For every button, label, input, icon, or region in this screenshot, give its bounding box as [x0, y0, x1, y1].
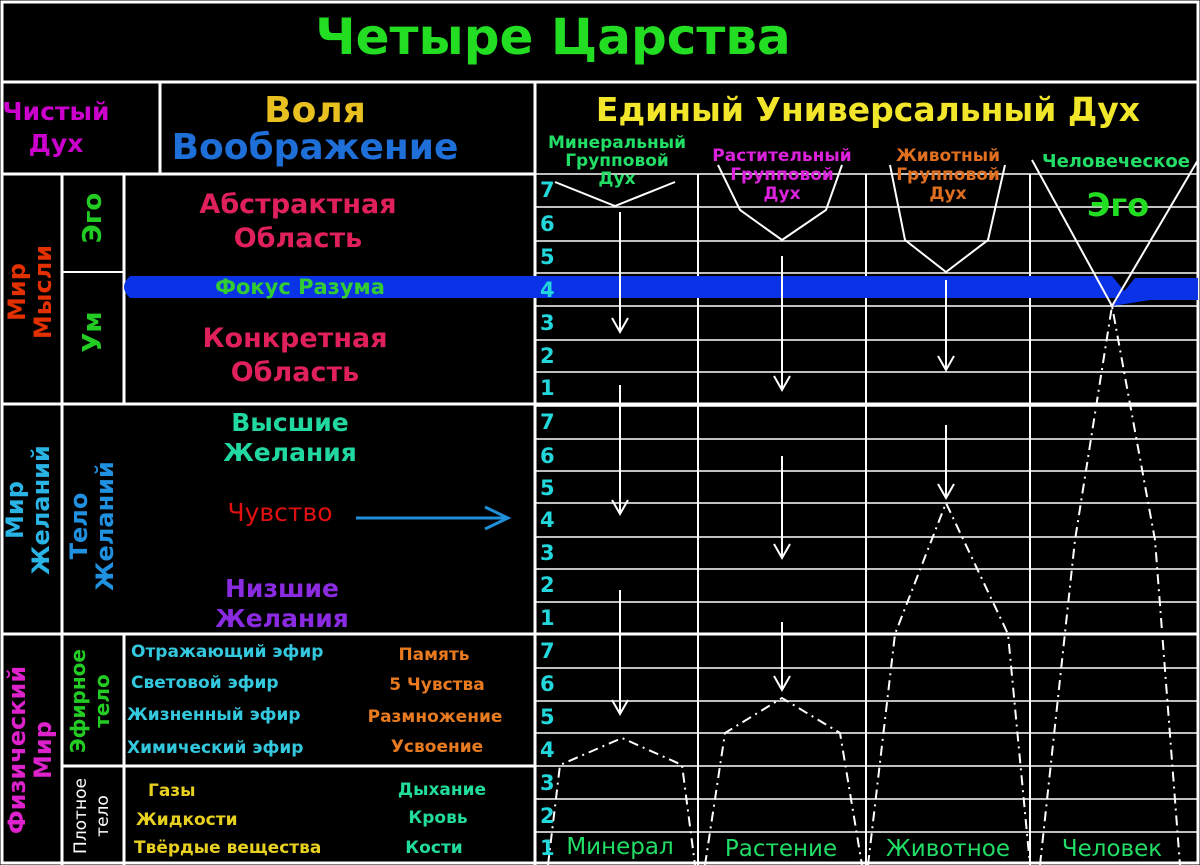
pure-spirit-label: Чистый Дух — [2, 97, 110, 158]
level-number: 2 — [540, 804, 555, 828]
plant-group-spirit: Растительный Групповой Дух — [712, 146, 852, 204]
level-number: 6 — [540, 212, 555, 236]
dense-liquids: Жидкости — [136, 810, 238, 830]
plant-body-outline — [704, 696, 863, 865]
abstract-region: Абстрактная Область — [199, 189, 397, 254]
human-body-outline — [1039, 305, 1181, 865]
level-number: 7 — [540, 410, 555, 434]
feeling-arrow — [356, 505, 512, 531]
concrete-region: Конкретная Область — [202, 323, 388, 388]
page-title: Четыре Царства — [315, 8, 791, 66]
world-of-desire: Мир Желаний — [1, 445, 55, 575]
higher-desires: Высшие Желания — [223, 408, 357, 467]
function-assimilation: Усвоение — [390, 737, 484, 757]
mineral-body-outline — [547, 736, 696, 865]
mineral-group-spirit: Минеральный Групповой Дух — [548, 133, 686, 189]
function-reproduction: Размножение — [367, 707, 503, 727]
level-number: 4 — [540, 508, 555, 532]
function-memory: Память — [398, 645, 470, 665]
imagination-label: Воображение — [171, 127, 459, 168]
ether-life: Жизненный эфир — [127, 705, 301, 725]
level-number: 1 — [540, 836, 555, 860]
level-number: 1 — [540, 376, 555, 400]
level-number: 3 — [540, 771, 555, 795]
level-number: 1 — [540, 606, 555, 630]
kingdom-plant: Растение — [724, 836, 838, 862]
level-number: 2 — [540, 344, 555, 368]
world-of-thought: Мир Мысли — [3, 244, 57, 340]
desire-body-label: Тело Желаний — [65, 461, 119, 591]
level-number: 3 — [540, 311, 555, 335]
level-number: 7 — [540, 639, 555, 663]
universal-spirit-label: Единый Универсальный Дух — [595, 90, 1141, 129]
level-number: 4 — [540, 738, 555, 762]
mineral-spirit-shape — [554, 181, 676, 208]
function-bones: Кости — [405, 838, 463, 858]
level-number: 4 — [540, 278, 555, 302]
animal-body-outline — [867, 500, 1031, 865]
etheric-body-label: Эфирное тело — [66, 649, 114, 753]
ether-light: Световой эфир — [131, 673, 279, 693]
level-number: 5 — [540, 476, 555, 500]
level-number: 2 — [540, 573, 555, 597]
mind-focus-label: Фокус Разума — [215, 275, 385, 299]
lower-desires: Низшие Желания — [215, 574, 349, 633]
kingdom-mineral: Минерал — [566, 834, 674, 860]
mind-focus-band-right — [1112, 278, 1198, 306]
dense-body-label: Плотное тело — [71, 778, 113, 854]
ether-reflecting: Отражающий эфир — [131, 642, 324, 662]
kingdom-human: Человек — [1061, 836, 1163, 862]
plant-spirit-shape — [717, 164, 843, 242]
level-number: 5 — [540, 245, 555, 269]
kingdom-animal: Животное — [885, 836, 1011, 862]
ego-label: Эго — [78, 192, 108, 244]
level-number: 3 — [540, 541, 555, 565]
human-ego-big: Эго — [1086, 186, 1150, 224]
dense-gases: Газы — [148, 781, 196, 801]
animal-spirit-shape — [889, 164, 1006, 274]
level-number: 5 — [540, 705, 555, 729]
level-number: 6 — [540, 672, 555, 696]
human-ego-shape — [1031, 159, 1199, 309]
feeling-label: Чувство — [227, 498, 333, 527]
dense-solids: Твёрдые вещества — [134, 838, 322, 858]
descent-arrows — [611, 212, 955, 717]
function-blood: Кровь — [408, 808, 468, 828]
will-label: Воля — [264, 90, 366, 131]
animal-group-spirit: Животный Групповой Дух — [895, 146, 1001, 204]
human-ego-label: Человеческое — [1042, 151, 1190, 172]
function-senses: 5 Чувства — [389, 675, 485, 695]
level-number: 7 — [540, 178, 555, 202]
physical-world: Физический Мир — [3, 665, 57, 835]
function-breathing: Дыхание — [397, 780, 487, 800]
level-number: 6 — [540, 444, 555, 468]
mind-label: Ум — [78, 311, 108, 353]
mind-focus-band — [124, 276, 1130, 298]
ether-chemical: Химический эфир — [127, 738, 304, 758]
